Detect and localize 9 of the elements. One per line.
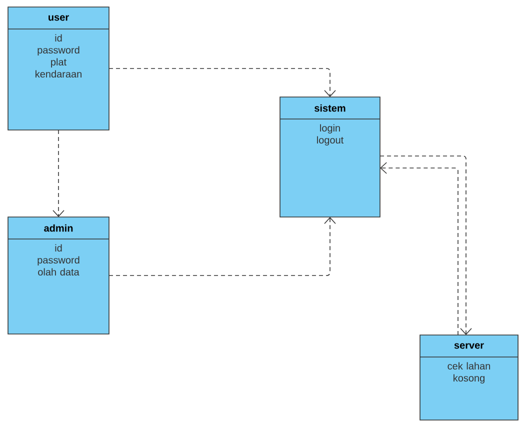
class-box: sistem login logout bbox=[280, 96, 380, 218]
class-box: user id password plat kendaraan bbox=[8, 6, 110, 130]
dependency-arrow bbox=[108, 68, 336, 97]
dependency-arrow bbox=[108, 217, 336, 276]
dependency-arrow bbox=[52, 130, 64, 217]
dependency-arrow bbox=[380, 162, 458, 336]
dependency-arrow bbox=[380, 156, 472, 335]
class-box: admin id password olah data bbox=[8, 216, 110, 334]
class-box: server cek lahan kosong bbox=[420, 334, 518, 420]
